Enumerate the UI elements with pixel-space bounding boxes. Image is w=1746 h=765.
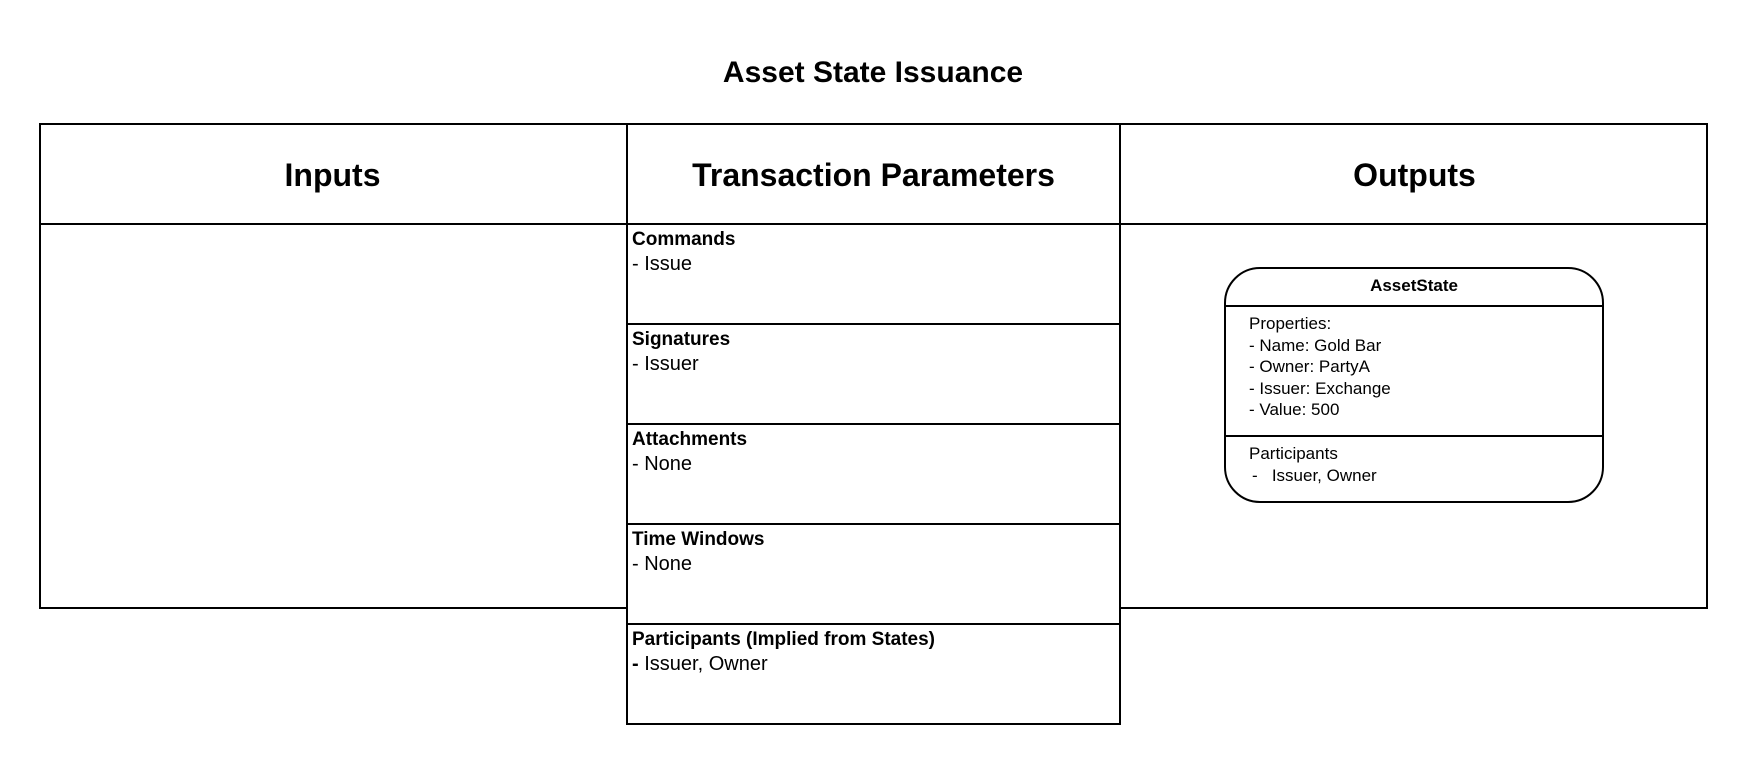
property-item: - Value: 500 — [1249, 400, 1340, 419]
property-item: - Owner: PartyA — [1249, 357, 1370, 376]
parameter-cell-attachments: Attachments - None — [626, 423, 1121, 525]
parameter-heading: Attachments — [632, 429, 748, 450]
parameter-cell-participants: Participants (Implied from States) - Iss… — [626, 623, 1121, 725]
parameter-heading: Participants (Implied from States) — [632, 629, 936, 650]
parameter-value: - Issuer — [632, 353, 699, 375]
parameter-heading: Time Windows — [632, 529, 765, 550]
property-item: - Name: Gold Bar — [1249, 335, 1382, 355]
parameters-column-header: Transaction Parameters — [692, 156, 1055, 193]
diagram-title: Asset State Issuance — [722, 56, 1024, 89]
state-name: AssetState — [1226, 269, 1602, 307]
parameter-cell-commands: Commands - Issue — [626, 223, 1121, 325]
inputs-column-header: Inputs — [284, 156, 381, 193]
state-properties: Properties: - Name: Gold Bar - Owner: Pa… — [1226, 307, 1602, 437]
inputs-column-body — [41, 225, 626, 607]
asset-state-card: AssetState Properties: - Name: Gold Bar … — [1224, 267, 1604, 503]
parameter-heading: Commands — [632, 229, 736, 250]
parameter-value: - Issue — [632, 253, 693, 275]
parameter-value: - None — [632, 553, 693, 575]
parameter-cell-time-windows: Time Windows - None — [626, 523, 1121, 625]
property-item: - Issuer: Exchange — [1249, 378, 1391, 398]
outputs-column-header: Outputs — [1353, 156, 1476, 193]
participants-label: Participants — [1249, 444, 1338, 463]
parameter-value: - None — [632, 453, 693, 475]
properties-label: Properties: — [1249, 314, 1332, 333]
parameter-heading: Signatures — [632, 329, 731, 350]
state-participants: Participants - Issuer, Owner — [1226, 437, 1602, 487]
parameter-value: - Issuer, Owner — [632, 653, 768, 675]
participants-value: - Issuer, Owner — [1252, 466, 1377, 485]
parameter-cell-signatures: Signatures - Issuer — [626, 323, 1121, 425]
